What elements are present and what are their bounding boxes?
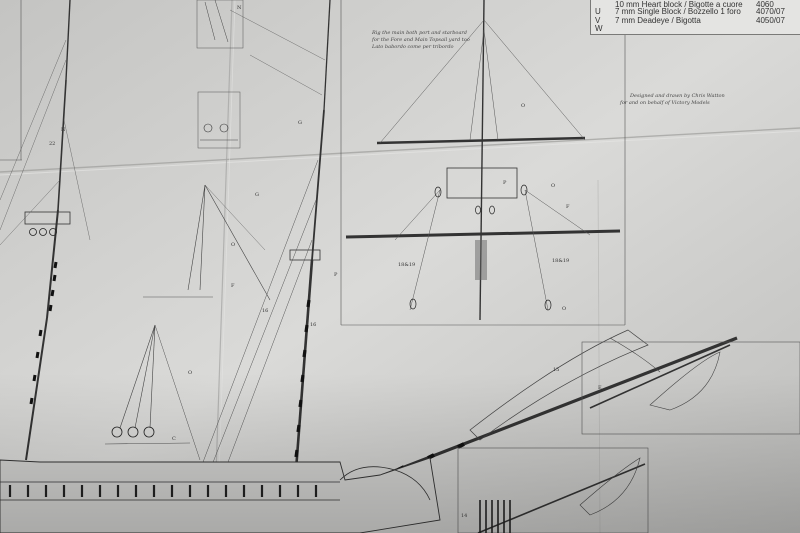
line-label: O xyxy=(231,242,236,248)
line-label: E xyxy=(598,385,602,391)
line-label: O xyxy=(551,183,556,189)
legend-reference: 4050/07 xyxy=(756,16,785,25)
legend-row: W xyxy=(591,24,800,33)
line-label: 18&19 xyxy=(552,258,570,264)
line-label: 14 xyxy=(461,513,468,519)
line-label: G xyxy=(298,120,302,126)
line-label: N xyxy=(237,5,242,11)
rigging-note-line: Rig the main both port and starboard xyxy=(372,30,468,36)
line-label: C xyxy=(172,436,176,442)
line-label: 16 xyxy=(310,322,317,328)
line-label: 22 xyxy=(49,141,56,147)
legend-code: W xyxy=(595,24,603,33)
line-label: 16 xyxy=(262,308,269,314)
line-label: P xyxy=(503,180,507,186)
credit-line: for and on behalf of Victory Models xyxy=(620,100,710,106)
parts-legend-table: 10 mm Heart block / Bigotte a cuore 4060… xyxy=(590,0,800,35)
legend-row: V 7 mm Deadeye / Bigotta 4050/07 xyxy=(591,16,800,25)
line-label: O xyxy=(188,370,193,376)
legend-reference: 4070/07 xyxy=(756,7,785,16)
line-label: O xyxy=(562,306,567,312)
rigging-note-line: for the Fore and Main Topsail yard too xyxy=(372,37,470,43)
credit-line: Designed and drawn by Chris Watton xyxy=(630,93,725,99)
line-label: 15 xyxy=(553,367,560,373)
line-label: G xyxy=(255,192,259,198)
line-label: P xyxy=(334,272,338,278)
legend-code: U xyxy=(595,7,601,16)
legend-description: 7 mm Single Block / Bozzello 1 foro xyxy=(615,7,741,16)
legend-row: 10 mm Heart block / Bigotte a cuore 4060 xyxy=(591,0,800,9)
line-label: 18&19 xyxy=(398,262,416,268)
legend-code: V xyxy=(595,16,601,25)
line-label: F xyxy=(231,283,235,289)
line-label: O xyxy=(521,103,526,109)
rigging-note-line: Lato babordo come per tribordo xyxy=(372,44,454,50)
legend-row: U 7 mm Single Block / Bozzello 1 foro 40… xyxy=(591,7,800,16)
legend-description: 10 mm Heart block / Bigotte a cuore xyxy=(615,0,743,9)
legend-reference: 4060 xyxy=(756,0,774,9)
line-label: F xyxy=(566,204,570,210)
legend-description: 7 mm Deadeye / Bigotta xyxy=(615,16,701,25)
line-label: N xyxy=(61,127,66,133)
